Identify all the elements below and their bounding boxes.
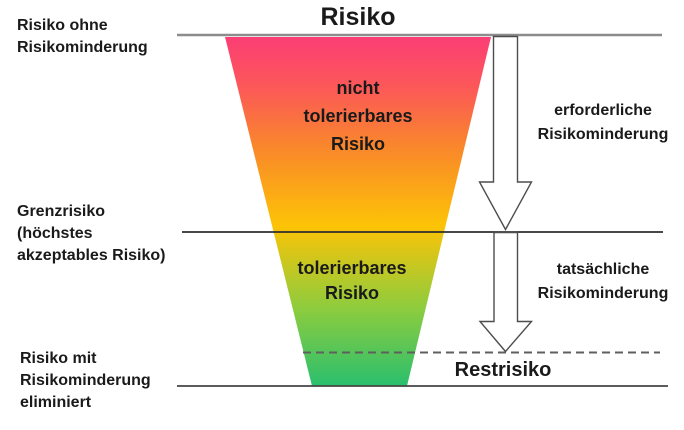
label-residual-risk: Restrisiko	[454, 359, 552, 381]
label-risk-without-reduction: Risiko ohne Risikominderung	[17, 15, 148, 59]
label-line: Risikominderung	[537, 126, 669, 143]
label-line: akzeptables Risiko)	[17, 247, 166, 264]
risk-funnel	[225, 37, 491, 386]
label-not-tolerable-risk: nicht tolerierbares Risiko	[258, 74, 458, 158]
label-line: Risiko mit	[20, 350, 97, 367]
label-line: Risikominderung	[537, 285, 669, 302]
diagram-title: Risiko	[320, 3, 396, 31]
label-line: tolerierbares	[303, 106, 413, 126]
label-actual-reduction: tatsächliche Risikominderung	[521, 258, 684, 306]
label-line: Risikominderung	[20, 372, 151, 389]
label-line: eliminiert	[20, 394, 92, 411]
label-line: Risikominderung	[17, 39, 148, 56]
actual-reduction-arrow	[478, 231, 534, 353]
label-line: Risiko	[330, 134, 386, 154]
label-risk-with-reduction: Risiko mit Risikominderung eliminiert	[20, 348, 151, 414]
label-tolerable-risk: tolerierbares Risiko	[252, 256, 452, 306]
label-required-reduction: erforderliche Risikominderung	[521, 99, 684, 147]
label-line: (höchstes	[17, 225, 93, 242]
label-line: nicht	[336, 78, 380, 98]
label-line: erforderliche	[554, 102, 652, 119]
required-reduction-arrow	[478, 35, 533, 231]
label-line: Risiko ohne	[17, 17, 108, 34]
label-limit-risk: Grenzrisiko (höchstes akzeptables Risiko…	[17, 201, 166, 267]
label-line: Risiko	[324, 283, 380, 303]
label-line: tolerierbares	[297, 258, 407, 278]
label-line: tatsächliche	[556, 261, 650, 278]
label-line: Grenzrisiko	[17, 203, 106, 220]
